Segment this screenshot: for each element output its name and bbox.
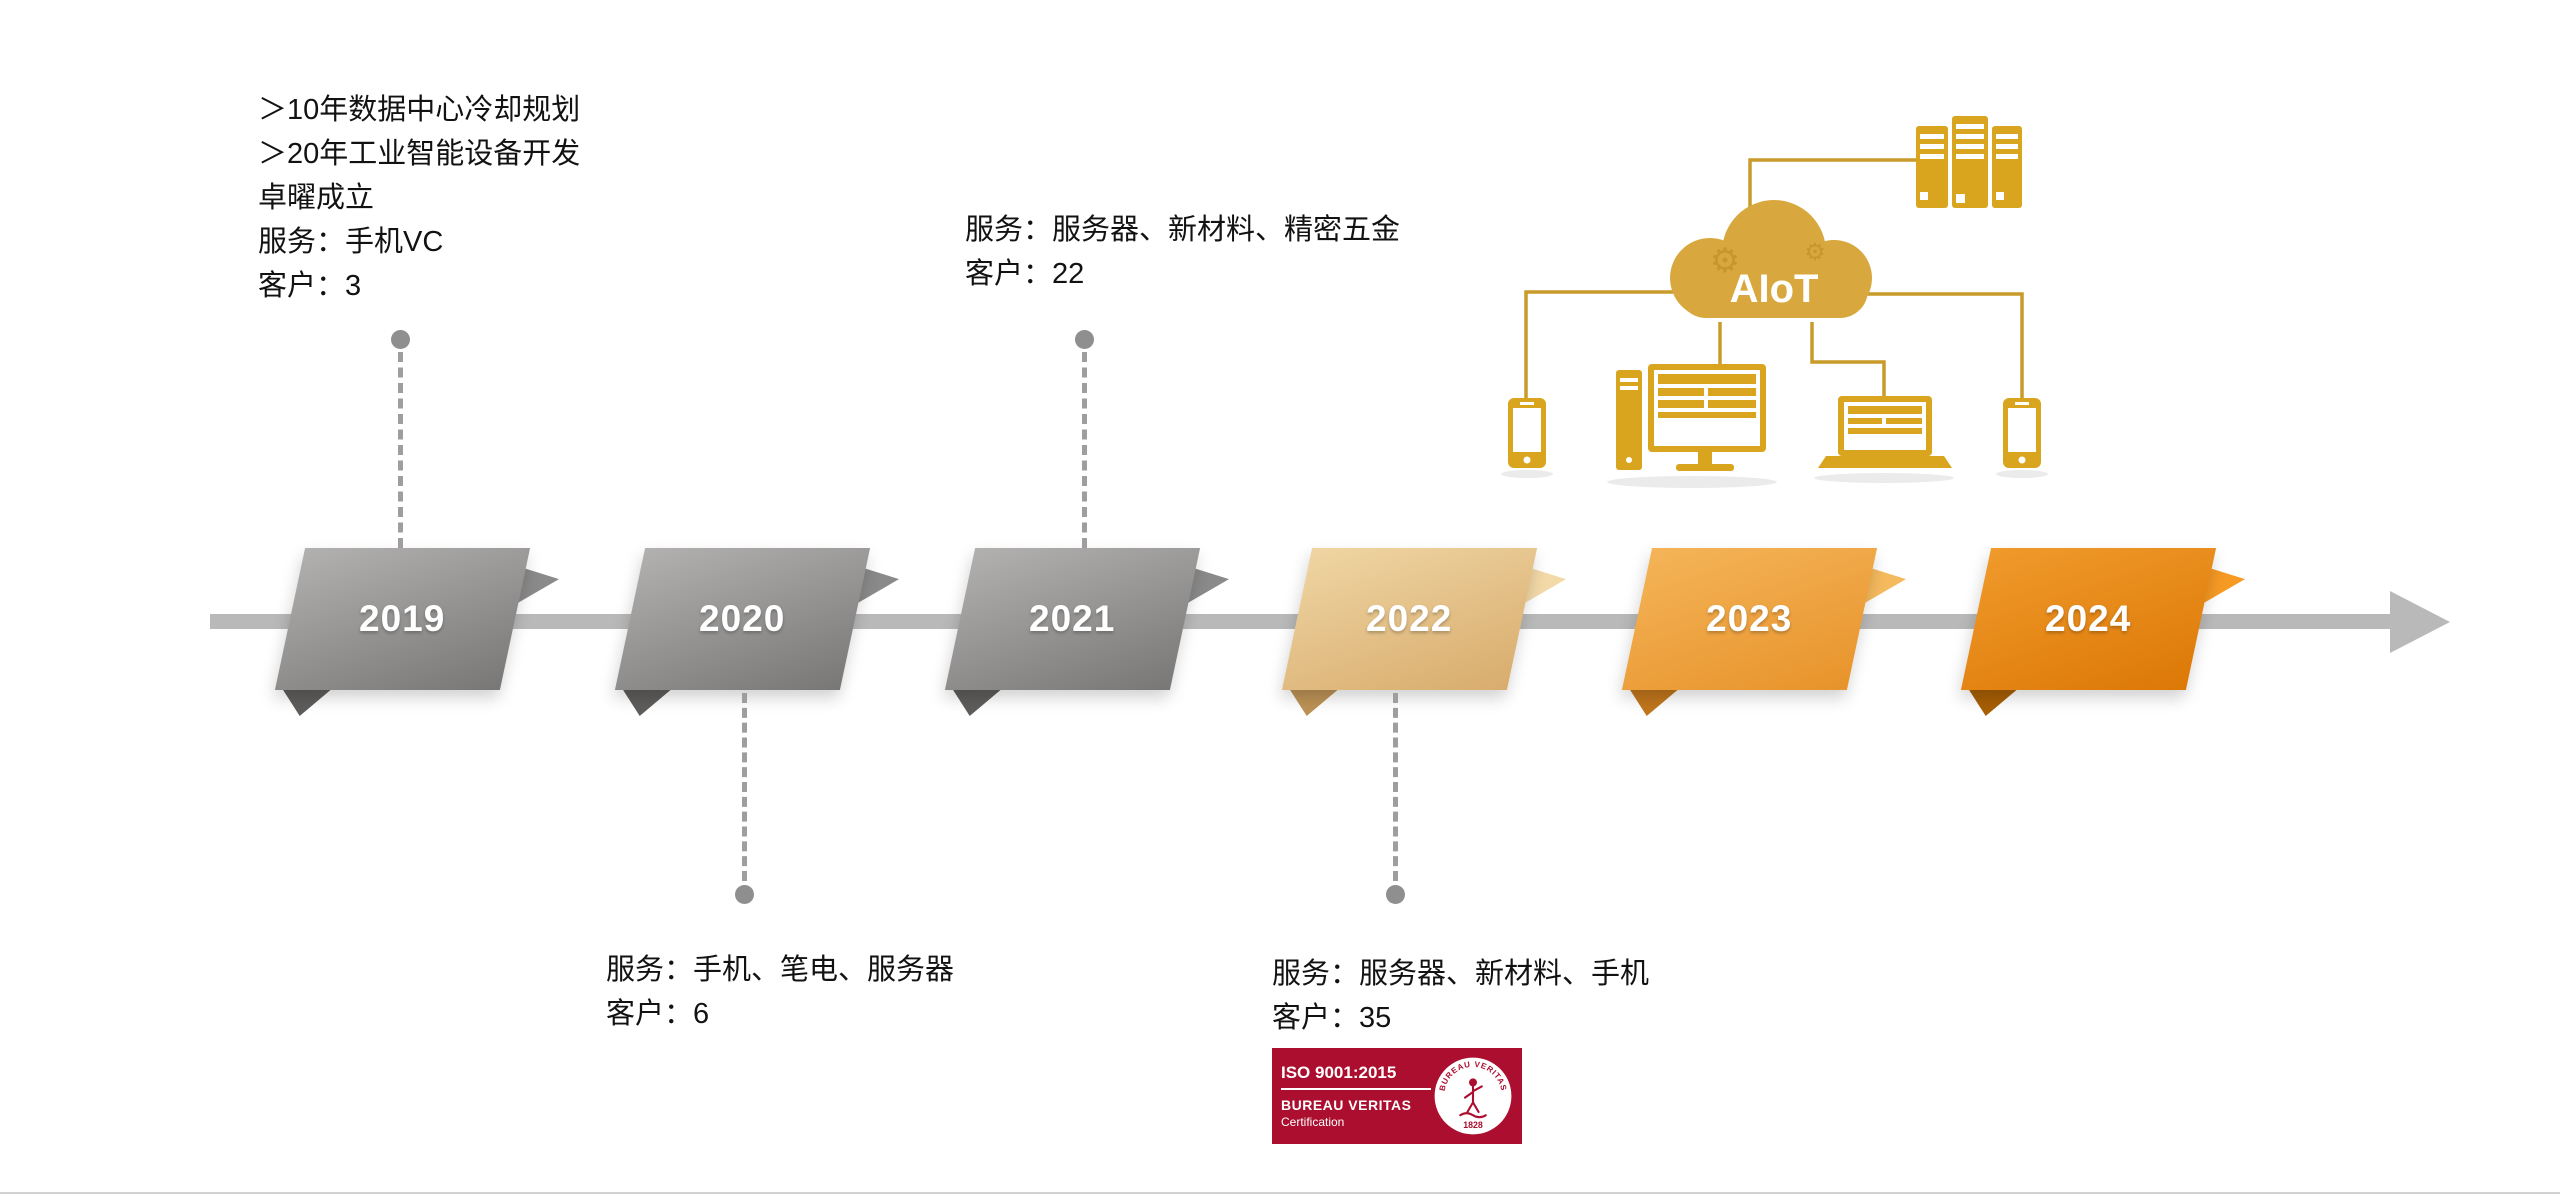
callout-line: 客户：3 (258, 270, 362, 302)
callout-line: 卓曜成立 (258, 182, 375, 214)
iso-standard-label: ISO 9001:2015 (1281, 1063, 1431, 1090)
aiot-cloud-label: AIoT (1730, 267, 1819, 311)
year-label: 2019 (359, 598, 446, 639)
year-label: 2024 (2045, 598, 2132, 639)
aiot-cloud-icon: ⚙ ⚙ AIoT (1670, 200, 1872, 318)
callout-line: 客户：6 (606, 998, 710, 1030)
timeline-year-2023: 2023 (1621, 548, 1906, 716)
seal-figure-icon (1459, 1078, 1487, 1119)
callout-line: ＞10年数据中心冷却规划 (258, 94, 581, 126)
year-label: 2021 (1029, 598, 1116, 639)
timeline-year-2021: 2021 (944, 548, 1229, 716)
year-banner: 2019 (274, 548, 531, 690)
timeline-year-2024: 2024 (1960, 548, 2245, 716)
bureau-veritas-seal-icon: BUREAU VERITAS 1828 (1433, 1056, 1513, 1136)
gear-icon: ⚙ (1710, 242, 1740, 280)
smartphone-icon (2003, 398, 2041, 468)
connector-2019-dot (391, 330, 410, 349)
callout-2020: 服务：手机、笔电、服务器 客户：6 (606, 948, 954, 1036)
year-label: 2022 (1366, 598, 1453, 639)
year-label: 2020 (699, 598, 786, 639)
connector-2020-line (742, 693, 747, 881)
callout-2022: 服务：服务器、新材料、手机 客户：35 (1272, 952, 1649, 1040)
desktop-computer-icon (1616, 364, 1766, 471)
connector-2022-dot (1386, 885, 1405, 904)
timeline-arrowhead-icon (2390, 591, 2450, 653)
year-banner: 2020 (614, 548, 871, 690)
year-banner: 2022 (1281, 548, 1538, 690)
callout-line: 服务：手机VC (258, 226, 444, 258)
gear-icon: ⚙ (1804, 239, 1826, 266)
connector-2021-line (1082, 352, 1087, 548)
timeline-year-2022: 2022 (1281, 548, 1566, 716)
certification-text: ISO 9001:2015 BUREAU VERITAS Certificati… (1281, 1063, 1431, 1129)
callout-line: 客户：22 (965, 258, 1085, 290)
callout-line: 服务：服务器、新材料、手机 (1272, 958, 1650, 990)
certification-label: Certification (1281, 1115, 1345, 1129)
callout-line: ＞20年工业智能设备开发 (258, 138, 581, 170)
year-banner: 2021 (944, 548, 1201, 690)
aiot-connector-lines (1524, 158, 2024, 400)
callout-line: 服务：手机、笔电、服务器 (606, 954, 955, 986)
iso-certification-badge: ISO 9001:2015 BUREAU VERITAS Certificati… (1272, 1048, 1522, 1144)
callout-line: 服务：服务器、新材料、精密五金 (965, 214, 1401, 246)
year-banner: 2024 (1960, 548, 2217, 690)
seal-year: 1828 (1463, 1120, 1483, 1130)
connector-2022-line (1393, 693, 1398, 881)
year-banner: 2023 (1621, 548, 1878, 690)
callout-2021: 服务：服务器、新材料、精密五金 客户：22 (965, 208, 1400, 296)
slide-bottom-rule (0, 1192, 2560, 1194)
certifier-name: BUREAU VERITAS (1281, 1097, 1412, 1113)
connector-2020-dot (735, 885, 754, 904)
device-shadows (1501, 470, 2048, 488)
year-label: 2023 (1706, 598, 1793, 639)
timeline-year-2020: 2020 (614, 548, 899, 716)
server-rack-icon (1916, 116, 2022, 208)
timeline-year-2019: 2019 (274, 548, 559, 716)
callout-2019: ＞10年数据中心冷却规划 ＞20年工业智能设备开发 卓曜成立 服务：手机VC 客… (258, 88, 580, 308)
aiot-illustration: ⚙ ⚙ AIoT (1482, 110, 2066, 510)
connector-2021-dot (1075, 330, 1094, 349)
laptop-icon (1818, 396, 1952, 468)
callout-line: 客户：35 (1272, 1002, 1392, 1034)
smartphone-icon (1508, 398, 1546, 468)
connector-2019-line (398, 352, 403, 548)
